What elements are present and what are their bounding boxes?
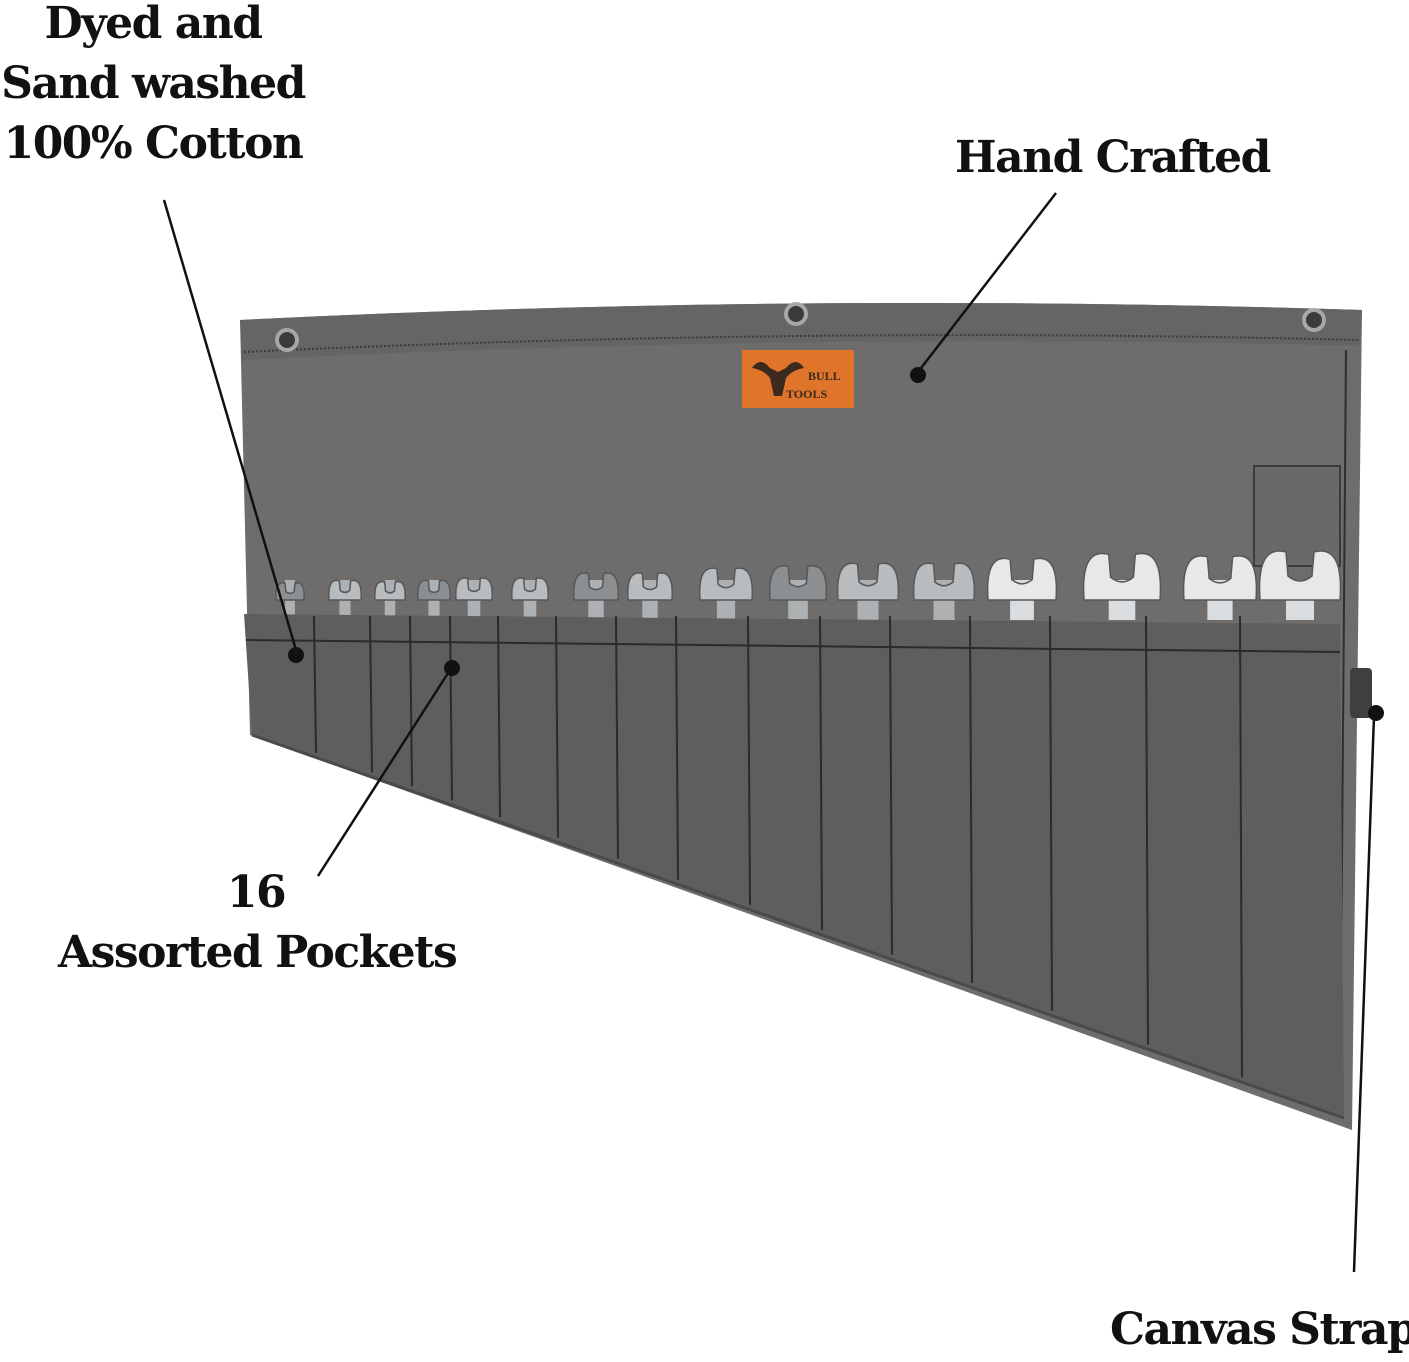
logo-patch — [742, 350, 854, 408]
leader-dot-pockets — [444, 660, 460, 676]
callout-cotton-line-3: 100% Cotton — [3, 118, 304, 169]
callout-pockets-line-1: 16 — [226, 867, 287, 918]
logo-text-top: BULL — [808, 369, 841, 383]
callout-cotton-line-1: Dyed and — [44, 0, 263, 49]
callout-canvas-strap: Canvas Strap — [1110, 1300, 1409, 1360]
grommet — [784, 302, 808, 326]
wrench — [1182, 555, 1258, 620]
pocket-seam — [409, 615, 413, 787]
pocket-seam — [889, 615, 893, 955]
wrench — [374, 580, 406, 620]
wrench — [1082, 552, 1162, 620]
pocket-seam — [369, 615, 373, 773]
grommet — [1302, 308, 1326, 332]
side-flap — [1253, 465, 1341, 567]
hem-stitch — [243, 334, 1359, 353]
wrench — [328, 579, 362, 620]
pocket-seam — [313, 615, 317, 753]
wrench — [572, 572, 620, 620]
pocket-seam — [449, 615, 453, 801]
pocket-top-stitch — [245, 639, 1341, 653]
leader-dot-hand — [910, 367, 926, 383]
callout-hand-crafted-line-1: Hand Crafted — [955, 132, 1271, 183]
wrench — [626, 572, 674, 620]
callout-canvas-strap-line-1: Canvas Strap — [1110, 1304, 1409, 1355]
wrench — [768, 564, 828, 620]
wrench — [455, 577, 493, 620]
leader-line-strap — [1352, 715, 1376, 1273]
pocket-seam — [675, 615, 679, 880]
leader-line-cotton — [162, 199, 298, 651]
pocket-seam — [819, 615, 823, 931]
pocket-seam — [1145, 615, 1149, 1045]
grommet — [275, 328, 299, 352]
pocket-seam — [747, 615, 751, 905]
bull-icon — [752, 362, 804, 396]
wrench — [912, 562, 976, 620]
wrench — [698, 567, 754, 620]
wrench — [511, 577, 549, 620]
wrench — [986, 557, 1058, 620]
leader-dot-cotton — [288, 647, 304, 663]
canvas-tool-roll: BULL TOOLS — [240, 302, 1372, 1130]
pocket-seam — [555, 615, 559, 838]
brand-logo: BULL TOOLS — [742, 350, 854, 408]
pocket-seam — [497, 615, 501, 818]
callout-pockets: 16 Assorted Pockets — [58, 863, 458, 983]
pocket-seam — [1049, 615, 1053, 1011]
wrench — [1258, 550, 1342, 620]
pocket-seam — [615, 615, 619, 859]
callout-cotton: Dyed and Sand washed 100% Cotton — [0, 0, 306, 174]
pocket-seam — [969, 615, 973, 983]
canvas-strap — [1350, 668, 1372, 718]
grommets — [275, 302, 1326, 352]
pocket-seams — [313, 615, 1243, 1078]
pocket-seam — [1239, 615, 1243, 1078]
logo-text-bottom: TOOLS — [786, 387, 827, 401]
wrench-set — [275, 550, 1342, 620]
callout-pockets-line-2: Assorted Pockets — [58, 927, 458, 978]
leader-line-pockets — [316, 669, 452, 877]
leader-line-hand — [917, 192, 1057, 373]
wrench — [417, 579, 451, 620]
leader-dot-strap — [1368, 705, 1384, 721]
pocket-panel — [244, 614, 1344, 1118]
callout-hand-crafted: Hand Crafted — [955, 128, 1271, 188]
top-hem — [240, 302, 1362, 360]
pocket-bottom-edge — [251, 733, 1345, 1120]
wrench — [836, 562, 900, 620]
callout-leaders — [162, 192, 1384, 1273]
callout-cotton-line-2: Sand washed — [1, 58, 306, 109]
